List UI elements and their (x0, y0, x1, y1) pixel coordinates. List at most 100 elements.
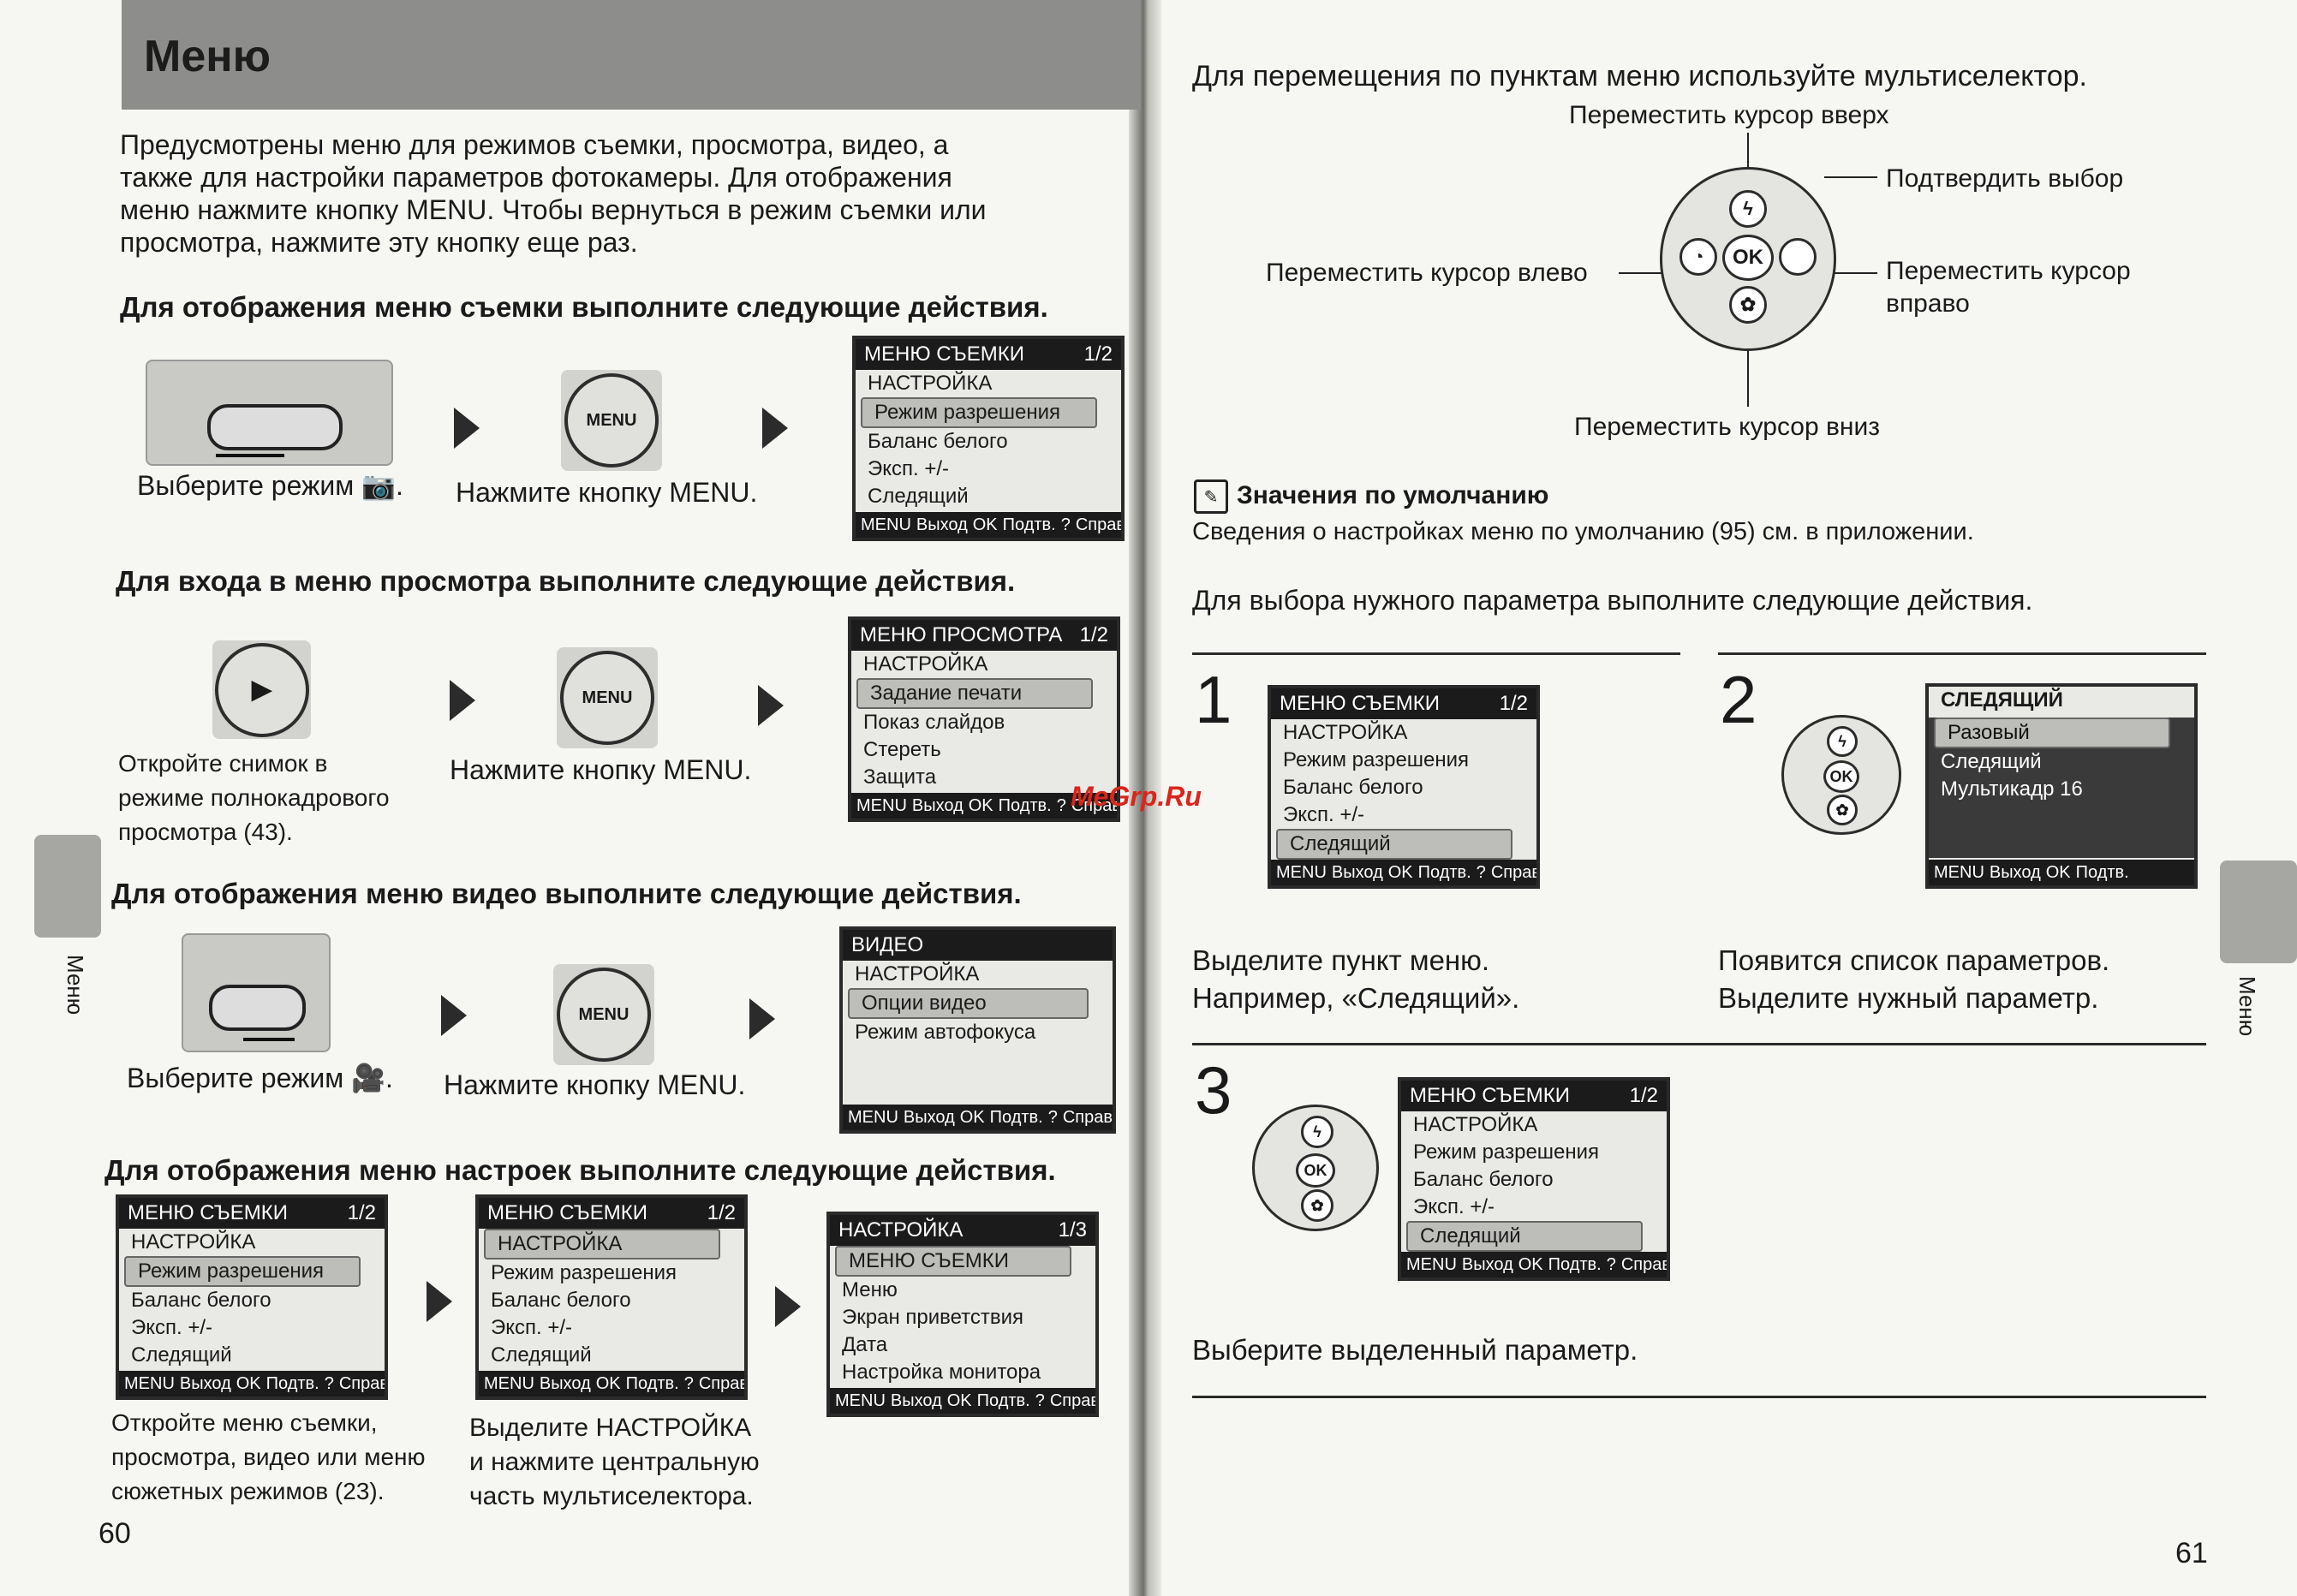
lcd-item: НАСТРОЙКА (1283, 721, 1408, 744)
section-heading-setup: Для отображения меню настроек выполните … (104, 1154, 1056, 1186)
lcd-title: СЛЕДЯЩИЙ (1929, 687, 2194, 714)
choose-parameter-text: Для выбора нужного параметра выполните с… (1192, 585, 2033, 616)
menu-button-image: MENU (553, 964, 654, 1065)
step-arrow (427, 1281, 452, 1322)
lcd-item: Баланс белого (1413, 1168, 1554, 1191)
macro-icon: ✿ (1827, 795, 1858, 825)
caption-press-menu: Нажмите кнопку MENU. (444, 1069, 746, 1100)
step-arrow (441, 995, 467, 1036)
step-arrow (775, 1286, 801, 1327)
step1-text: Выделите пункт меню. Например, «Следящий… (1192, 944, 1520, 1014)
flash-icon: ϟ (1301, 1116, 1333, 1148)
ok-button-icon: OK (1722, 235, 1774, 281)
label-down: Переместить курсор вниз (1574, 413, 1880, 441)
lcd-item: НАСТРОЙКА (868, 372, 993, 395)
lcd-item: Разовый (1934, 718, 2170, 748)
defaults-text: Сведения о настройках меню по умолчанию … (1192, 518, 1974, 545)
lcd-item: Следящий (491, 1343, 592, 1367)
lcd-item: Эксп. +/- (1413, 1195, 1495, 1218)
intro-line: также для настройки параметров фотокамер… (120, 162, 952, 193)
lcd-item: Дата (842, 1333, 888, 1356)
lcd-item: Режим разрешения (124, 1256, 361, 1287)
section-heading-movie: Для отображения меню видео выполните сле… (111, 878, 1022, 909)
step-number: 2 (1720, 662, 1757, 737)
self-timer-icon: ◔ (1679, 238, 1717, 276)
lcd-item: Защита (863, 765, 937, 789)
lcd-item: Экран приветствия (842, 1306, 1024, 1329)
mode-dial-image (182, 933, 331, 1052)
label-right: Переместить курсор вправо (1886, 257, 2131, 318)
label-left: Переместить курсор влево (1266, 259, 1588, 287)
lcd-item: Стереть (863, 738, 941, 761)
step-arrow (762, 408, 788, 449)
macro-icon: ✿ (1729, 286, 1767, 324)
lcd-item: Следящий (131, 1343, 232, 1367)
caption-open-menu: Откройте меню съемки, просмотра, видео и… (111, 1409, 426, 1504)
label-up: Переместить курсор вверх (1569, 101, 1889, 129)
intro-line: меню нажмите кнопку MENU. Чтобы вернутьс… (120, 194, 987, 225)
step-number: 3 (1195, 1052, 1232, 1128)
macro-icon: ✿ (1301, 1189, 1333, 1222)
caption-press-menu: Нажмите кнопку MENU. (450, 754, 752, 785)
lcd-item: НАСТРОЙКА (1413, 1113, 1538, 1136)
multiselector-small: ϟ ✿ OK (1781, 715, 1901, 835)
lcd-item: Мультикадр 16 (1941, 777, 2083, 801)
caption-press-menu: Нажмите кнопку MENU. (456, 477, 758, 508)
lcd-item: Настройка монитора (842, 1361, 1041, 1384)
flash-icon: ϟ (1827, 726, 1858, 757)
caption-select-mode: Выберите режим 🎥. (127, 1063, 393, 1093)
lcd-item: Опции видео (848, 988, 1089, 1019)
caption-open-image: Откройте снимок в режиме полнокадрового … (118, 750, 390, 845)
step-arrow (454, 408, 480, 449)
lcd-item: Режим разрешения (1283, 748, 1470, 771)
book-spine (1129, 0, 1161, 1596)
lcd-item: Эксп. +/- (131, 1316, 213, 1339)
watermark: MeGrp.Ru (1071, 781, 1202, 812)
movie-camera-icon: 🎥 (351, 1063, 386, 1093)
label-ok: Подтвердить выбор (1886, 164, 2124, 193)
lcd-item: Следящий (868, 485, 969, 508)
side-tab (34, 835, 101, 938)
mode-dial-image (146, 360, 393, 466)
lcd-continuous: СЛЕДЯЩИЙ Разовый Следящий Мультикадр 16 … (1925, 683, 2198, 889)
section-heading-playback: Для входа в меню просмотра выполните сле… (116, 565, 1016, 597)
lcd-item: НАСТРОЙКА (484, 1229, 720, 1260)
caption-select-mode: Выберите режим 📷. (137, 470, 403, 501)
lcd-item: Эксп. +/- (491, 1316, 573, 1339)
lcd-item: Задание печати (856, 678, 1093, 709)
lcd-item: Баланс белого (1283, 776, 1423, 799)
lcd-item: Показ слайдов (863, 711, 1005, 734)
page-number-left: 60 (98, 1517, 131, 1550)
right-button-icon (1779, 238, 1817, 276)
menu-button-image: MENU (557, 647, 658, 748)
lcd-item: НАСТРОЙКА (131, 1230, 256, 1254)
lcd-item: Эксп. +/- (1283, 803, 1365, 826)
step-number: 1 (1195, 662, 1232, 737)
lcd-item: Режим разрешения (1413, 1140, 1600, 1164)
lcd-item: Следящий (1406, 1221, 1643, 1252)
lcd-item: Режим разрешения (861, 397, 1097, 428)
page-number-right: 61 (2175, 1537, 2208, 1569)
lcd-item: Меню (842, 1278, 898, 1301)
intro-line: просмотра, нажмите эту кнопку еще раз. (120, 227, 638, 258)
step2-text: Появится список параметров. Выделите нуж… (1718, 944, 2110, 1014)
lcd-item: Эксп. +/- (868, 457, 950, 480)
side-tab (2220, 861, 2297, 963)
multiselector-small: ϟ ✿ OK (1252, 1105, 1379, 1231)
play-button-image: ▶ (212, 640, 311, 739)
lcd-item: Режим автофокуса (855, 1021, 1036, 1044)
lcd-item: Режим разрешения (491, 1261, 677, 1284)
title-bar (122, 0, 1141, 110)
lcd-item: МЕНЮ СЪЕМКИ (835, 1246, 1071, 1277)
